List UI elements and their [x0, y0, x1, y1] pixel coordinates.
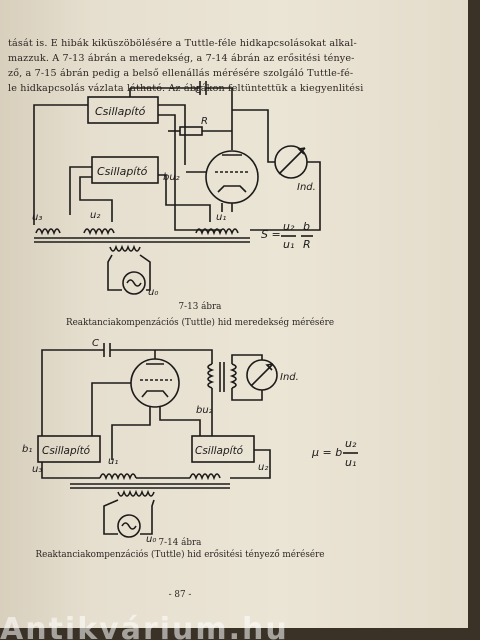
body-line-3: ző, a 7-15 ábrán pedig a belső ellenállá…	[8, 68, 354, 79]
indicator-meter-2	[246, 359, 278, 391]
c-label-2: C	[92, 338, 99, 349]
figure-7-13-circuit: Csillapító Csillapító Ind. bu₂ C R	[32, 81, 321, 298]
bu2-label-1: bu₂	[163, 172, 180, 183]
u2-label-2: u₂	[258, 462, 268, 473]
coil-bu2-left	[207, 363, 215, 389]
formula-mu-den: u₁	[345, 456, 356, 469]
r-label-1: R	[201, 116, 208, 127]
attenuator-box-right	[191, 435, 255, 463]
u2-label-1: u₂	[90, 210, 100, 221]
formula-mu-num: u₂	[345, 437, 357, 450]
ind-label-1: Ind.	[297, 182, 316, 193]
coil-u1-2	[99, 473, 137, 481]
figure-7-13-number: 7-13 ábra	[178, 302, 222, 312]
body-line-1: tását is. E hibák kiküszöbölésére a Tutt…	[8, 38, 357, 49]
coil-primary-1	[109, 244, 141, 252]
attenuator-label-top: Csillapító	[95, 105, 146, 118]
attenuator-box-left	[37, 435, 101, 463]
vacuum-tube-2	[130, 358, 180, 408]
attenuator-label-left: Csillapító	[42, 445, 91, 457]
formula-s-den2: R	[303, 238, 311, 251]
coil-u2	[83, 228, 115, 236]
formula-s-num1: u₂	[283, 220, 295, 233]
coil-u2-2	[189, 473, 221, 481]
attenuator-label-right: Csillapító	[195, 445, 244, 457]
u3-label-1: u₃	[32, 212, 42, 223]
watermark-logo: Antikvárium.hu	[0, 612, 289, 640]
ind-label-2: Ind.	[280, 372, 299, 383]
c-label-1: C	[195, 85, 202, 96]
formula-s-label: S =	[261, 228, 281, 241]
body-line-2: mazzuk. A 7-13 ábrán a meredekség, a 7-1…	[8, 53, 355, 64]
attenuator-label-mid: Csillapító	[97, 165, 148, 178]
attenuator-box-mid	[91, 156, 159, 184]
bu2-label-2: bu₂	[196, 405, 213, 416]
formula-s-den1: u₁	[283, 238, 294, 251]
b1-label: b₁	[22, 444, 32, 455]
coil-bu2-right	[229, 363, 237, 389]
figure-7-14-circuit: Ind. C bu₂ Csillapító Csillapító b₁ u₃ u…	[22, 338, 358, 545]
formula-mu-label: μ = b	[311, 446, 342, 459]
u1-label-2: u₁	[108, 456, 118, 467]
u0-label-1: u₀	[148, 287, 158, 298]
coil-u3	[35, 228, 61, 236]
u1-label-1: u₁	[216, 212, 226, 223]
ac-source-1	[122, 271, 146, 295]
u0-label-2: u₀	[146, 534, 156, 545]
ac-source-2	[117, 514, 141, 538]
figure-7-14-caption: Reaktanciakompenzációs (Tuttle) hid erős…	[35, 550, 325, 560]
figure-7-13-caption: Reaktanciakompenzációs (Tuttle) hid mere…	[65, 318, 335, 328]
page-number: - 87 -	[168, 590, 192, 600]
coil-primary-2	[117, 489, 155, 497]
formula-s-num2: b	[303, 220, 310, 233]
figure-7-14-number: 7-14 ábra	[158, 538, 202, 548]
u3-label-2: u₃	[32, 464, 42, 475]
attenuator-box-top	[87, 96, 159, 124]
coil-u1	[195, 228, 239, 236]
book-page: tását is. E hibák kiküszöbölésére a Tutt…	[0, 0, 468, 628]
